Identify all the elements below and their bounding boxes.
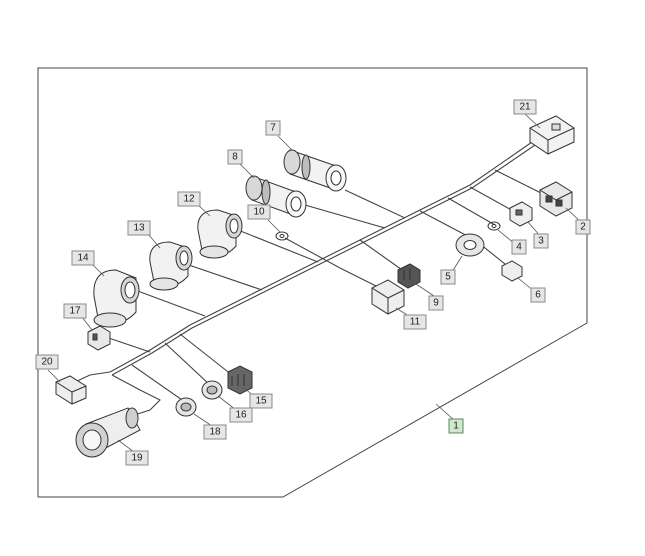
switch-3 <box>509 201 533 227</box>
round-connector-16 <box>201 380 223 400</box>
callout-15-text: 15 <box>255 396 267 407</box>
callout-16-text: 16 <box>235 410 247 421</box>
callout-1-text: 1 <box>453 421 459 432</box>
callout-5-text: 5 <box>445 272 451 283</box>
connector-2 <box>539 181 573 217</box>
callout-21: 21 <box>513 99 537 115</box>
callout-14-text: 14 <box>77 253 89 264</box>
cylinder-connector-8 <box>245 175 307 218</box>
callout-15: 15 <box>249 393 273 409</box>
callout-8-text: 8 <box>232 152 238 163</box>
callout-10-text: 10 <box>253 207 265 218</box>
harness-wires <box>74 139 546 419</box>
callout-17-text: 17 <box>69 306 81 317</box>
connector-6 <box>501 260 523 282</box>
callout-20: 20 <box>35 354 59 370</box>
callout-12: 12 <box>177 191 201 207</box>
callout-7-text: 7 <box>270 123 276 134</box>
callout-2: 2 <box>575 219 591 235</box>
module-20 <box>55 375 87 405</box>
cylinder-connector-19 <box>75 407 141 458</box>
callout-20-text: 20 <box>41 357 53 368</box>
round-connector-18 <box>175 397 197 417</box>
callout-2-text: 2 <box>580 222 586 233</box>
ring-terminal-10 <box>275 231 289 241</box>
callout-19: 19 <box>125 450 149 466</box>
elbow-connector-14 <box>93 269 140 328</box>
callout-14: 14 <box>71 250 95 266</box>
callout-3: 3 <box>533 233 549 249</box>
callout-17: 17 <box>63 303 87 319</box>
connector-21 <box>529 115 575 155</box>
callout-11: 11 <box>403 314 427 330</box>
callout-7: 7 <box>265 120 281 136</box>
connector-9 <box>397 263 421 289</box>
callout-4-text: 4 <box>516 242 522 253</box>
callout-13-text: 13 <box>133 223 145 234</box>
callout-9: 9 <box>428 295 444 311</box>
callout-3-text: 3 <box>538 236 544 247</box>
callout-21-text: 21 <box>519 102 531 113</box>
elbow-connector-12 <box>197 209 243 259</box>
leader-lines <box>47 113 584 453</box>
connector-11 <box>371 279 405 315</box>
callout-4: 4 <box>511 239 527 255</box>
callout-12-text: 12 <box>183 194 195 205</box>
callout-11-text: 11 <box>410 317 421 328</box>
callout-13: 13 <box>127 220 151 236</box>
elbow-connector-13 <box>149 241 193 291</box>
callout-19-text: 19 <box>131 453 143 464</box>
callout-6-text: 6 <box>535 290 541 301</box>
assembly-frame <box>37 67 588 498</box>
cylinder-connector-7 <box>283 149 347 192</box>
connector-17 <box>87 325 111 351</box>
connector-15 <box>227 365 253 395</box>
callout-1: 1 <box>448 418 464 434</box>
grommet-5 <box>455 233 485 257</box>
callout-18-text: 18 <box>209 427 221 438</box>
callout-16: 16 <box>229 407 253 423</box>
callout-8: 8 <box>227 149 243 165</box>
callout-10: 10 <box>247 204 271 220</box>
callout-9-text: 9 <box>433 298 439 309</box>
ring-terminal-4 <box>487 221 501 231</box>
callout-5: 5 <box>440 269 456 285</box>
callout-6: 6 <box>530 287 546 303</box>
callout-18: 18 <box>203 424 227 440</box>
